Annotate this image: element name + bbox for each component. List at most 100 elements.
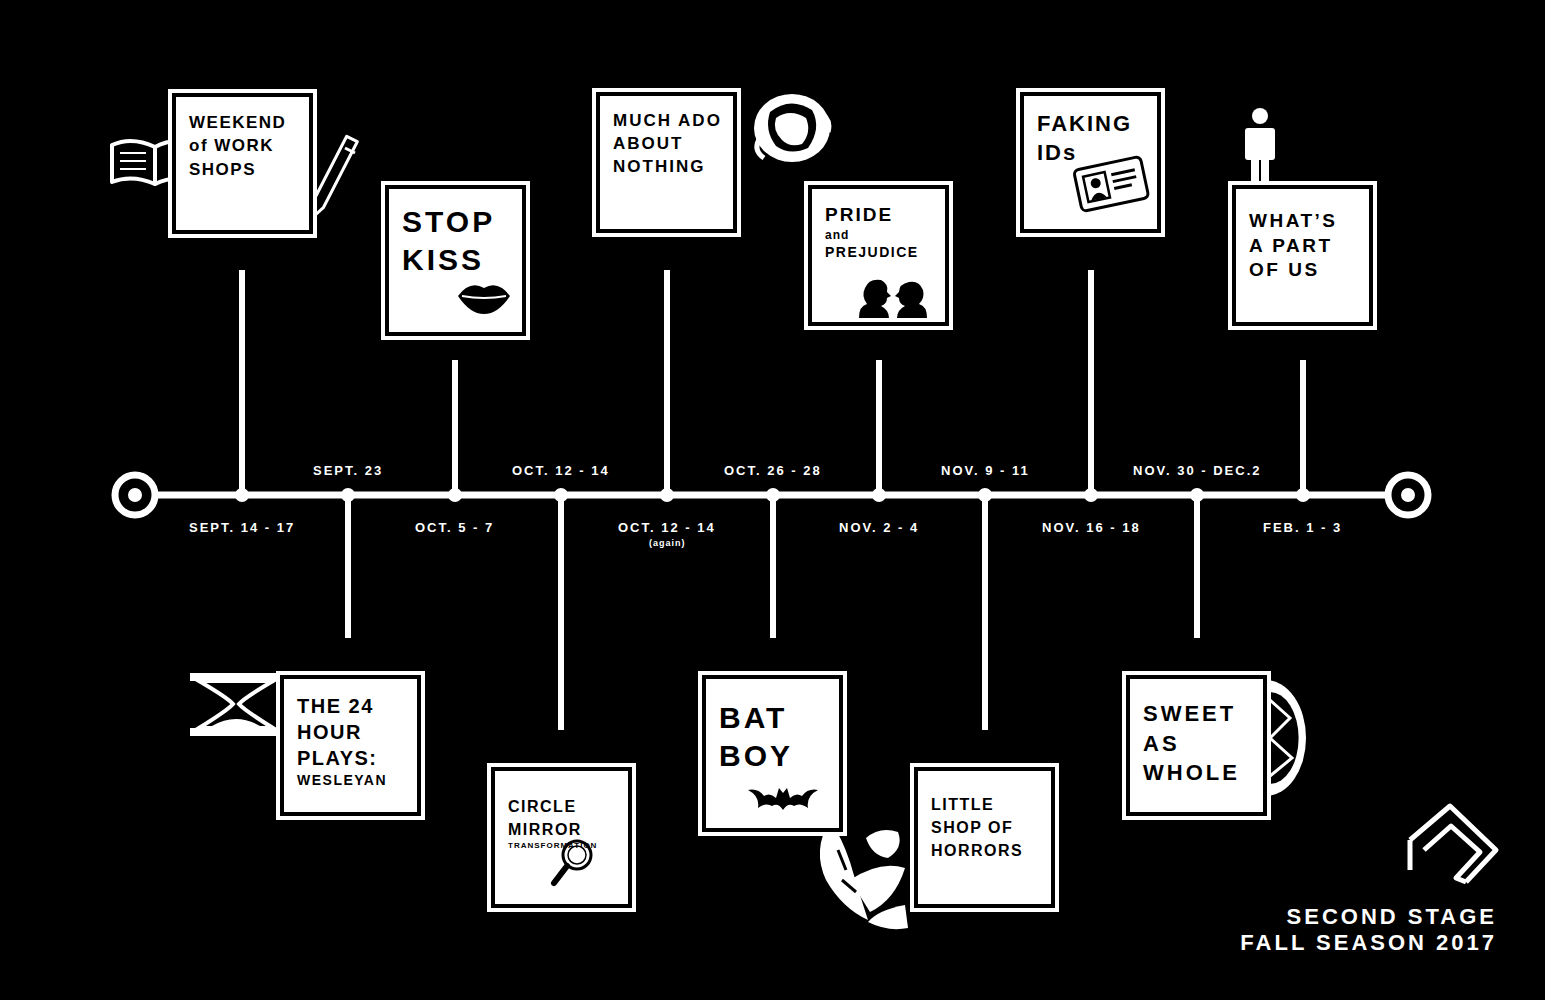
date-label: FEB. 1 - 3 (1260, 520, 1345, 535)
person-icon (1245, 108, 1275, 182)
show-icon (462, 296, 506, 298)
person-icon (1252, 108, 1268, 124)
logo-mark (1424, 826, 1480, 882)
show-icon (895, 282, 927, 318)
logo-mark (1410, 806, 1496, 882)
head-icon (768, 103, 816, 151)
show-box: WHAT’S A PART OF US (1236, 189, 1369, 322)
head-icon (754, 94, 830, 162)
show-icon (1090, 177, 1102, 189)
timeline-dot (448, 488, 462, 502)
show-icon (568, 846, 586, 864)
show-title: WESLEYAN (297, 771, 407, 791)
axis-end-dot (128, 488, 1415, 502)
date-label: OCT. 12 - 14 (615, 520, 719, 535)
date-label: OCT. 12 - 14 (509, 463, 613, 478)
season-title: SECOND STAGE (1284, 904, 1500, 930)
show-icon (853, 276, 933, 322)
show-icon (748, 782, 818, 816)
logo-mark (1408, 840, 1413, 870)
show-title: PRIDE (825, 203, 935, 227)
show-title: WHAT’S A PART OF US (1249, 209, 1359, 283)
show-title: SWEET AS WHOLE (1143, 699, 1253, 788)
hourglass-icon (212, 719, 260, 726)
book-icon (112, 141, 155, 184)
hourglass-icon (190, 673, 282, 736)
lemon-slice-icon (1266, 680, 1306, 796)
date-label: NOV. 30 - DEC.2 (1130, 463, 1265, 478)
timeline-dot (1084, 488, 1098, 502)
timeline-axis (1388, 475, 1428, 515)
timeline-dot (341, 488, 355, 502)
plant-icon (820, 820, 868, 920)
head-icon (757, 112, 829, 158)
show-title: LITTLE SHOP OF HORRORS (931, 793, 1041, 863)
show-title: and (825, 227, 935, 243)
show-title: FAKING IDs (1037, 110, 1147, 167)
date-label: NOV. 2 - 4 (836, 520, 922, 535)
timeline-stem (558, 495, 564, 730)
show-icon (748, 788, 818, 810)
show-icon (1111, 170, 1137, 189)
timeline-stem (1088, 270, 1094, 495)
show-box: SWEET AS WHOLE (1130, 679, 1263, 812)
timeline-stem (664, 270, 670, 495)
show-icon (554, 866, 567, 883)
plant-icon (850, 866, 905, 912)
logo-mark (1410, 806, 1496, 882)
show-icon (859, 280, 891, 318)
show-box: LITTLE SHOP OF HORRORS (918, 771, 1051, 904)
timeline-stem (452, 360, 458, 495)
lemon-slice-icon (1270, 700, 1292, 776)
plant-icon (868, 905, 908, 929)
show-icon (1074, 156, 1149, 211)
plant-icon (838, 850, 856, 892)
date-label: NOV. 9 - 11 (938, 463, 1033, 478)
axis-end-dot (1401, 488, 1415, 502)
show-title: BAT BOY (719, 699, 829, 775)
timeline-dot (554, 488, 568, 502)
show-icon (1083, 172, 1110, 202)
pencil-icon (345, 148, 355, 153)
show-title: PREJUDICE (825, 243, 935, 263)
show-icon (1071, 151, 1151, 215)
show-box: MUCH ADO ABOUT NOTHING (600, 96, 733, 229)
axis-end-dot (128, 488, 142, 502)
timeline-stem (1300, 360, 1306, 495)
show-icon (1071, 151, 1151, 219)
show-box: STOP KISS (389, 189, 522, 332)
show-icon (458, 285, 510, 314)
show-box: PRIDEandPREJUDICE (812, 189, 945, 322)
show-title: THE 24 HOUR PLAYS: (297, 693, 407, 771)
hourglass-icon (199, 681, 273, 728)
date-label: OCT. 5 - 7 (412, 520, 497, 535)
show-title: WEEKEND of WORK SHOPS (189, 111, 299, 181)
person-icon (1245, 128, 1275, 160)
show-icon (456, 278, 512, 320)
timeline-dot (766, 488, 780, 502)
timeline-dot (1296, 488, 1310, 502)
person-icon (1261, 156, 1269, 182)
show-box: THE 24 HOUR PLAYS:WESLEYAN (284, 679, 417, 812)
timeline-dot (235, 488, 1310, 502)
lemon-slice-icon (1266, 680, 1306, 796)
timeline-dot (235, 488, 249, 502)
show-box: WEEKEND of WORK SHOPS (176, 97, 309, 230)
pencil-icon (312, 136, 357, 218)
show-box: FAKING IDs (1024, 96, 1157, 229)
date-label: SEPT. 14 - 17 (186, 520, 298, 535)
timeline-dot (660, 488, 674, 502)
person-icon (1251, 156, 1259, 182)
show-icon (853, 276, 933, 318)
show-box: CIRCLE MIRRORTRANSFORMATION (495, 771, 628, 904)
book-icon (120, 153, 146, 169)
season-title: FALL SEASON 2017 (1237, 930, 1500, 956)
timeline-stem (345, 495, 351, 638)
show-box: BAT BOY (706, 679, 839, 828)
plant-icon (866, 830, 900, 858)
date-label: OCT. 26 - 28 (721, 463, 825, 478)
date-label: SEPT. 23 (310, 463, 386, 478)
head-icon (754, 94, 830, 162)
timeline-stem (1194, 495, 1200, 638)
timeline-stem (770, 495, 776, 638)
